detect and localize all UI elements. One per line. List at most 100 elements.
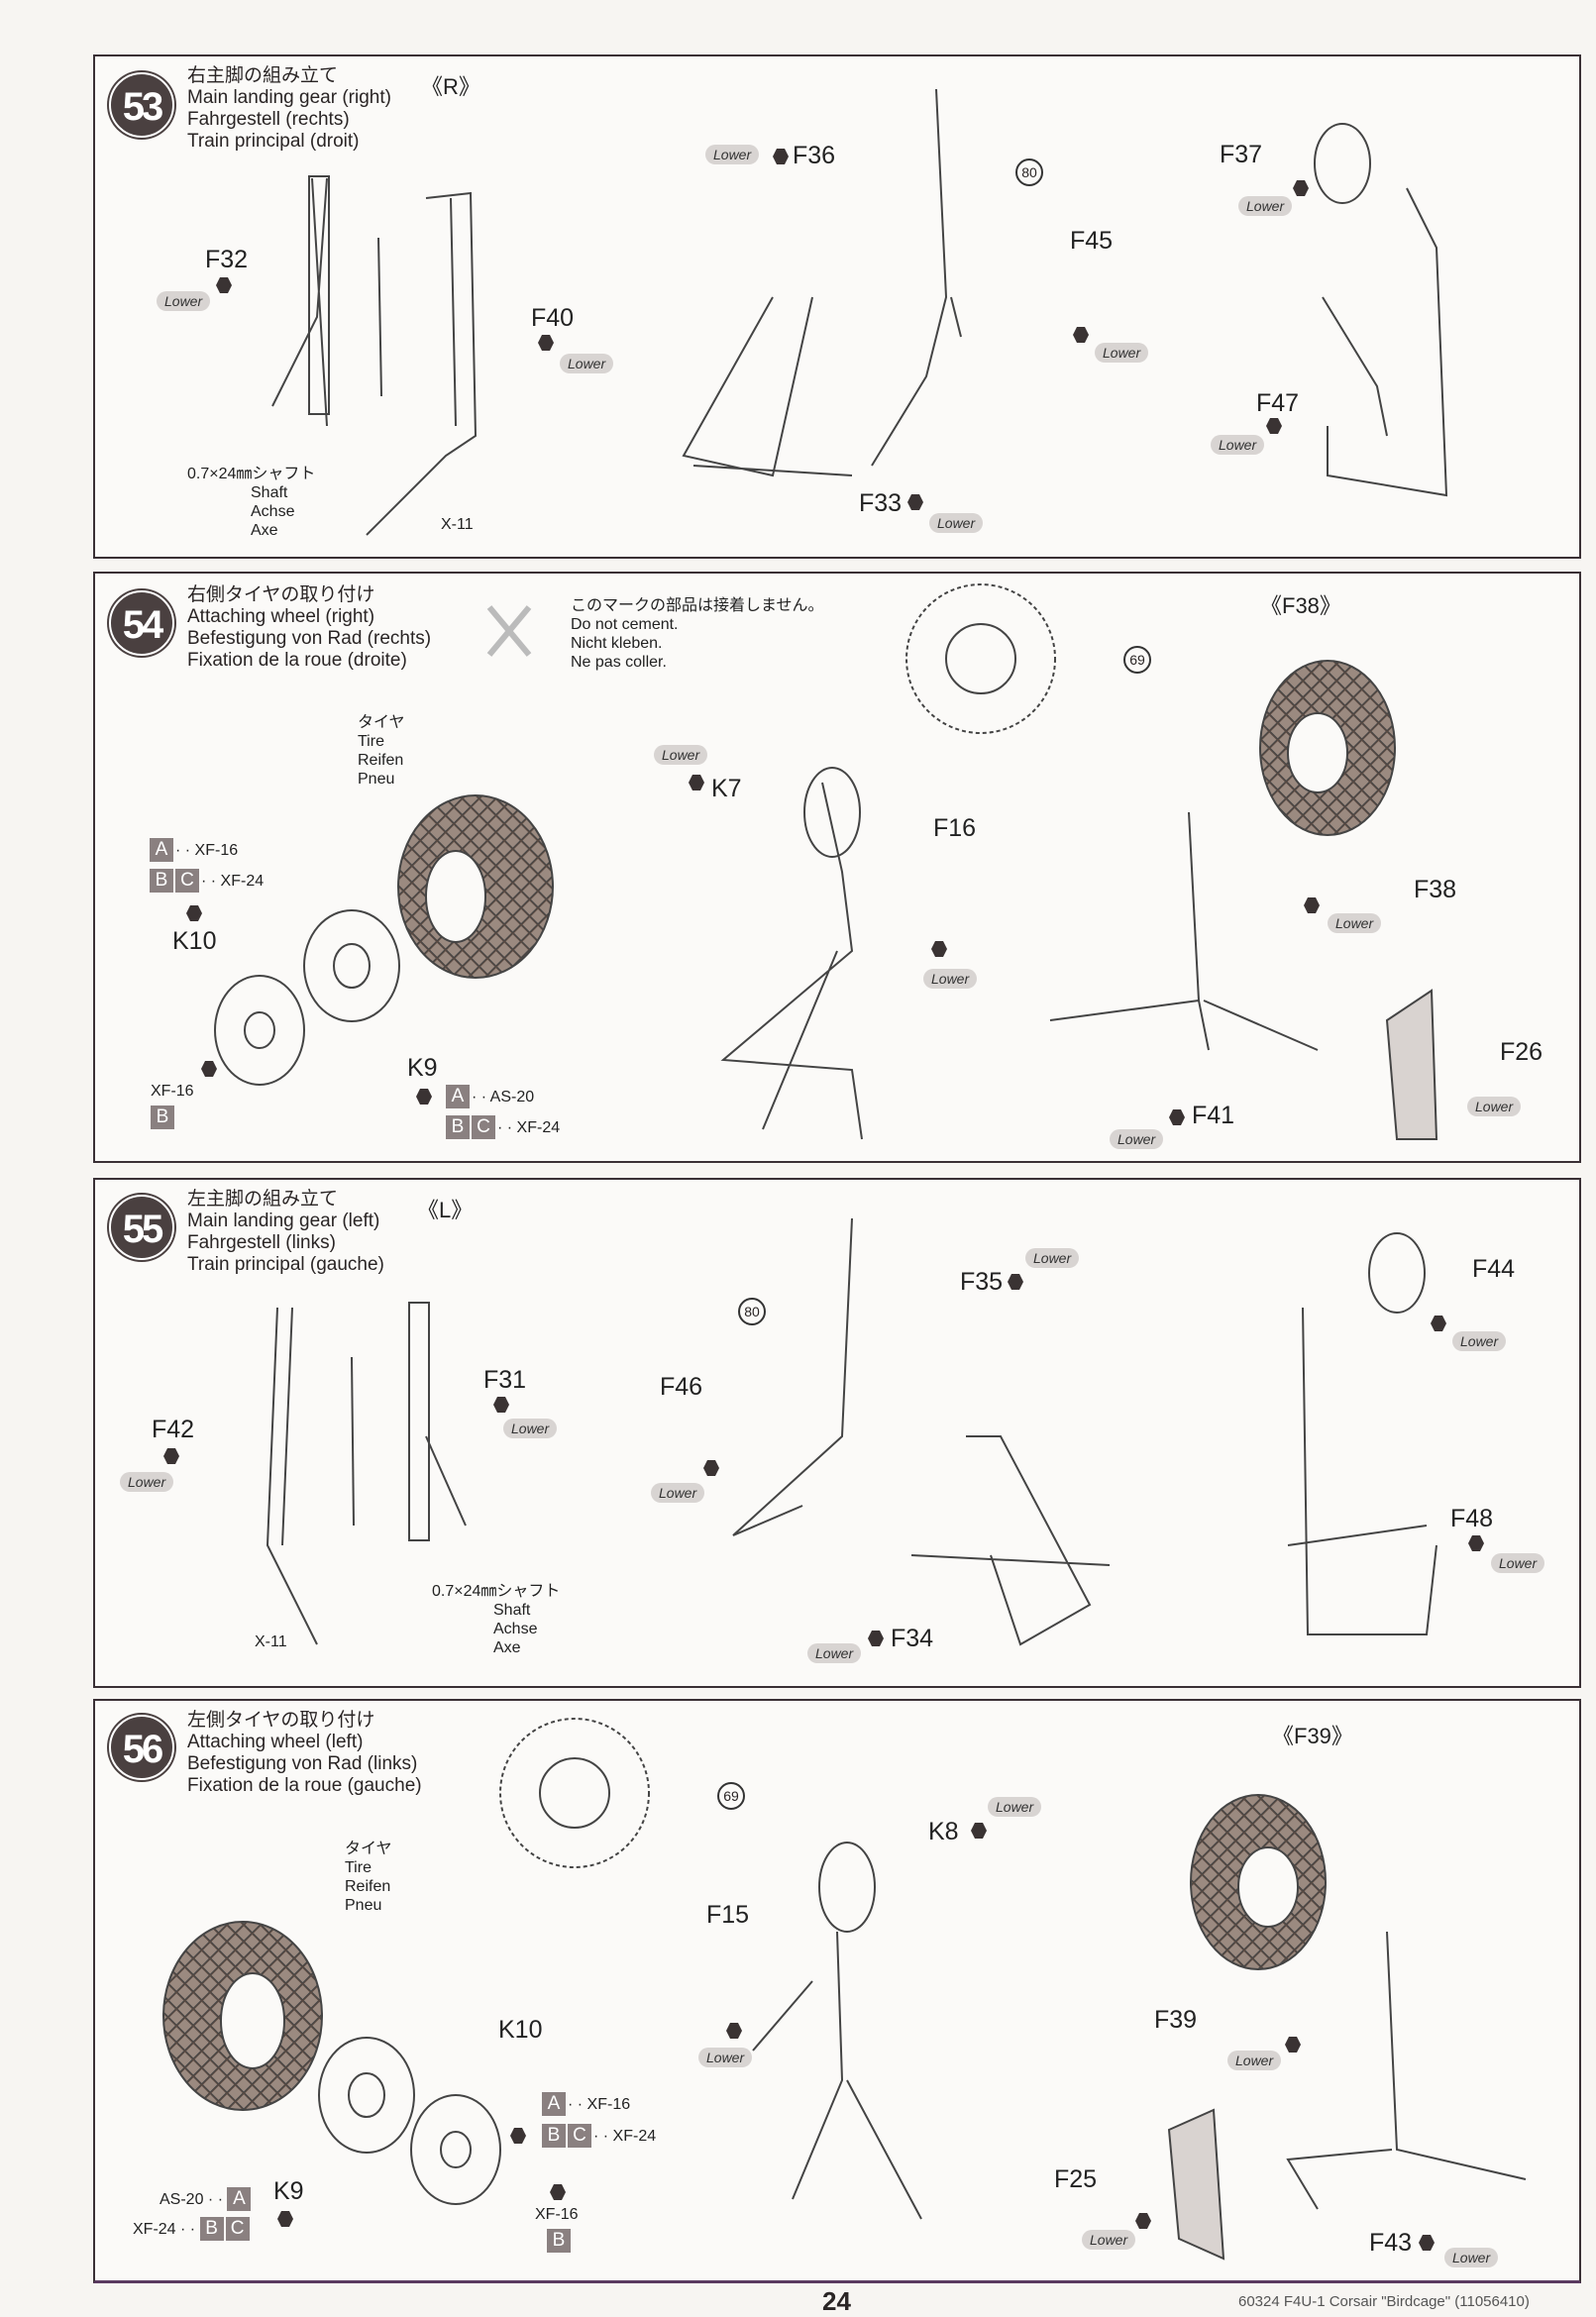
paint-code-c: C [175,869,199,893]
cement-hex-icon [1304,897,1320,913]
shaft-en: Shaft [493,1602,531,1619]
shaft [377,237,382,397]
lower-badge: Lower [120,1472,174,1492]
lower-badge: Lower [807,1643,862,1663]
part-k7: K7 [711,775,742,802]
lower-badge: Lower [1238,196,1293,216]
cement-hex-icon [931,941,947,957]
title-fr: Train principal (droit) [187,131,360,152]
paint-xf16: · · XF-16 [568,2096,631,2113]
title-jp: 左主脚の組み立て [187,1189,339,1210]
part-f38: F38 [1414,876,1457,903]
part-f47: F47 [1256,389,1300,417]
cement-hex-icon [1169,1109,1185,1125]
part-k8: K8 [928,1818,959,1845]
tire-de: Reifen [358,752,404,769]
cement-hex-icon [971,1823,987,1839]
lower-badge: Lower [1491,1553,1545,1573]
paint-xf16: · · XF-16 [175,842,239,859]
cement-hex-icon [1431,1316,1446,1331]
lower-badge: Lower [988,1797,1042,1817]
part-f15: F15 [706,1901,750,1929]
lower-badge: Lower [651,1483,705,1503]
strut-assembly-f36 [682,88,962,477]
tire-left [162,1921,323,2111]
strut-k8-f15 [752,1842,922,2220]
shaft-jp: 0.7×24㎜シャフト [432,1583,561,1600]
paint-as20: AS-20 · · [160,2191,224,2208]
shaft-label: 0.7×24㎜シャフト Shaft Achse Axe [432,1582,560,1657]
part-f34: F34 [891,1625,934,1652]
part-f41: F41 [1192,1102,1235,1129]
title-en: Main landing gear (left) [187,1211,380,1231]
cement-hex-icon [1285,2037,1301,2053]
cement-hex-icon [689,775,704,790]
strut-f32 [271,175,330,427]
part-k10: K10 [172,927,217,955]
lower-badge: Lower [1110,1129,1164,1149]
paint-code-a: A [227,2187,252,2211]
paint-code-b: B [542,2124,566,2148]
note-jp: このマークの部品は接着しません。 [571,597,824,614]
paint-code-b: B [446,1115,470,1139]
paint-code-a: A [542,2092,566,2116]
cement-hex-icon [216,277,232,293]
lower-badge: Lower [503,1419,558,1438]
wheel-hub-reference [905,583,1056,734]
paint-a-xf16: A· · XF-16 [150,838,238,862]
part-k9: K9 [273,2177,304,2205]
lower-badge: Lower [1211,435,1265,455]
cement-hex-icon [1135,2213,1151,2229]
tire-right [397,794,554,979]
part-f45: F45 [1070,227,1114,255]
note-fr: Ne pas coller. [571,654,667,671]
cement-hex-icon [773,149,789,164]
cement-hex-icon [868,1631,884,1646]
cement-hex-icon [1293,180,1309,196]
part-f32: F32 [205,246,249,273]
step-title: 左側タイヤの取り付け Attaching wheel (left) Befest… [187,1710,422,1797]
shaft-de: Achse [251,503,295,520]
cement-hex-icon [186,905,202,921]
cement-hex-icon [1073,327,1089,343]
paint-as20: · · AS-20 [472,1089,535,1106]
part-k10: K10 [498,2016,543,2044]
paint-code-b: B [199,2217,224,2241]
part-f31: F31 [483,1366,527,1394]
step-title: 右主脚の組み立て Main landing gear (right) Fahrg… [187,65,391,153]
part-69-marker: 69 [717,1782,745,1810]
cement-hex-icon [201,1061,217,1077]
paint-xf16-b: XF-16 [151,1083,194,1100]
step-title: 左主脚の組み立て Main landing gear (left) Fahrge… [187,1189,384,1276]
paint-xf24: · · XF-24 [201,873,265,890]
paint-a-xf16: A· · XF-16 [542,2092,630,2116]
side-marker: 《F38》 [1260,593,1341,618]
lower-badge: Lower [1444,2248,1499,2267]
tire-jp: タイヤ [358,714,405,731]
step-number: 53 [109,72,174,138]
tire-de: Reifen [345,1878,391,1895]
shaft-fr: Axe [493,1639,521,1656]
part-f33: F33 [859,489,903,517]
part-f26: F26 [1500,1038,1543,1066]
title-de: Befestigung von Rad (links) [187,1753,418,1774]
tire-jp: タイヤ [345,1841,392,1857]
cement-hex-icon [1008,1274,1023,1290]
strut-assembly-f35 [732,1217,1111,1646]
paint-xf16-b: XF-16 [535,2206,579,2223]
cement-hex-icon [538,335,554,351]
tire-f38 [1259,660,1396,836]
paint-code-c: C [225,2217,250,2241]
title-de: Befestigung von Rad (rechts) [187,628,432,649]
cement-hex-icon [907,494,923,510]
paint-b: B [547,2229,573,2253]
cement-hex-icon [1419,2235,1435,2251]
strut-f31 [408,1302,467,1541]
lower-badge: Lower [654,745,708,765]
part-f16: F16 [933,814,977,842]
part-f25: F25 [1054,2165,1098,2193]
paint-as20-a: AS-20 · · A [160,2187,253,2211]
shaft-jp: 0.7×24㎜シャフト [187,466,316,482]
strut-f40 [366,191,478,536]
